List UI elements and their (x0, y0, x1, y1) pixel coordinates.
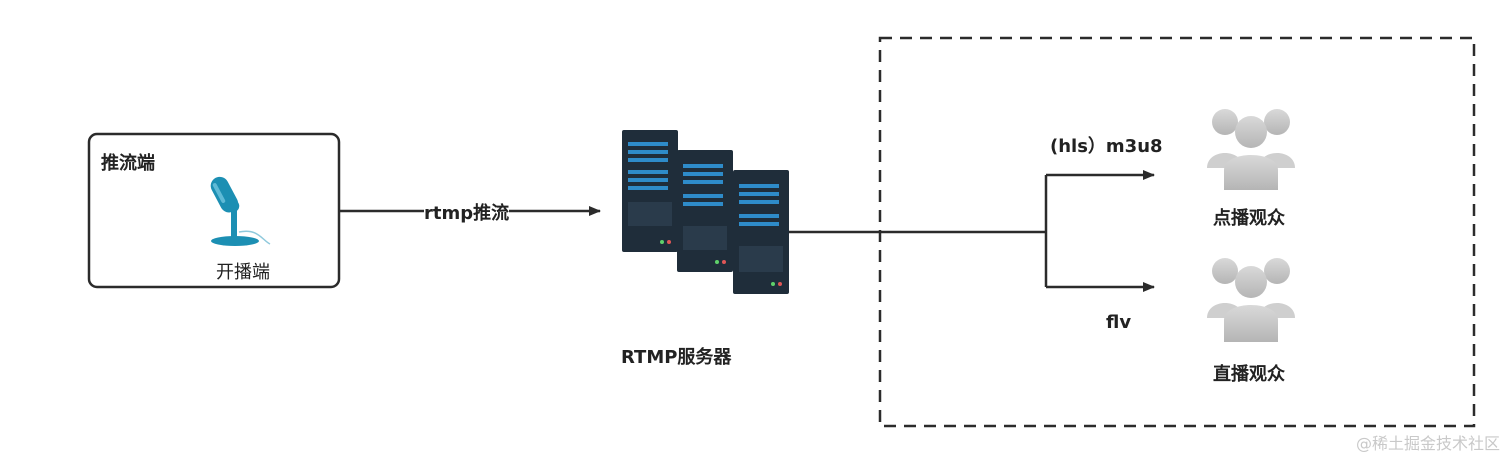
flv-edge-label: flv (1106, 312, 1132, 333)
vod-audience-label: 点播观众 (1213, 208, 1285, 229)
live-audience-label: 直播观众 (1213, 364, 1285, 385)
watermark: @稀土掘金技术社区 (1355, 434, 1500, 453)
publisher-box (87, 132, 341, 289)
hls-edge-label: (hls）m3u8 (1050, 136, 1163, 157)
server-label: RTMP服务器 (621, 347, 732, 368)
audience-group-icon (1207, 258, 1295, 342)
microphone-icon (210, 176, 271, 246)
publisher-box-title: 推流端 (101, 153, 155, 174)
push-edge-label: rtmp推流 (424, 203, 510, 225)
publisher-device-label: 开播端 (216, 262, 270, 283)
audience-group-icon (1207, 109, 1295, 190)
server-rack-icon (622, 130, 789, 294)
